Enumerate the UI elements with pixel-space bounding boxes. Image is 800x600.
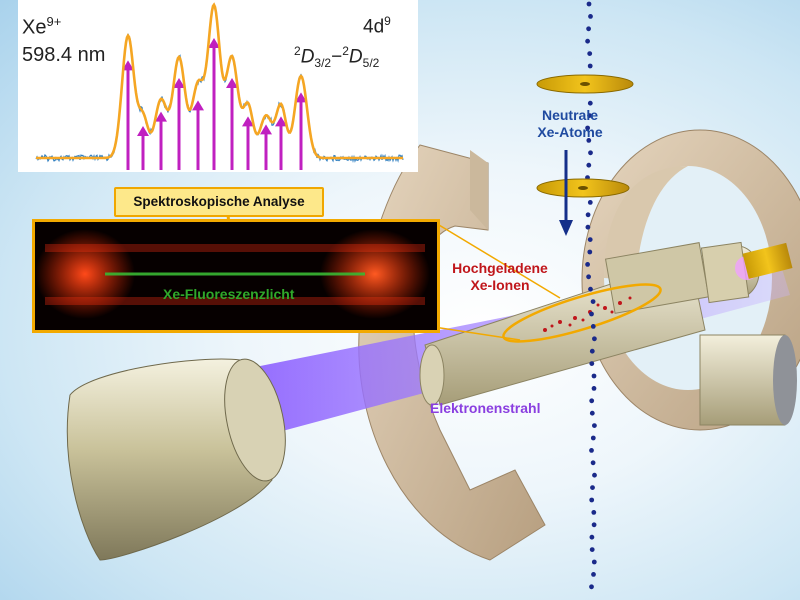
- transition-stick-arrowhead: [173, 78, 185, 88]
- atom-dot: [589, 311, 594, 317]
- atom-dot: [585, 125, 590, 131]
- neutral-atoms-arrow: [559, 150, 573, 236]
- atom-dot: [592, 423, 597, 428]
- transition-stick-arrowhead: [192, 100, 204, 111]
- spectroscopy-analysis-label: Spektroskopische Analyse: [114, 187, 324, 217]
- atom-dot: [587, 100, 593, 106]
- configuration-base: 4d: [363, 16, 385, 38]
- atom-dot: [589, 348, 595, 354]
- configuration-exponent: 9: [384, 14, 391, 28]
- atom-dot: [591, 572, 596, 577]
- skimmer-disc-bottom: [536, 178, 630, 198]
- collector-rod: [742, 242, 793, 279]
- atom-dot: [585, 212, 591, 218]
- atom-dot: [587, 200, 593, 205]
- atom-dot: [589, 547, 595, 552]
- ion-symbol: Xe: [22, 16, 47, 39]
- atom-dot: [590, 460, 596, 466]
- zoom-line-bottom: [433, 326, 521, 341]
- atom-dot: [592, 472, 597, 478]
- fluorescence-photo: Xe-Fluoreszenzlicht: [32, 219, 440, 333]
- atom-dot: [589, 361, 595, 366]
- atom-dot: [590, 324, 596, 329]
- spectrum-plot: [35, 2, 404, 170]
- atom-dot: [590, 299, 596, 304]
- atom-dot: [590, 435, 596, 441]
- atom-dot: [587, 249, 593, 255]
- atom-dot: [587, 63, 593, 69]
- ion-cloud: [543, 296, 632, 332]
- atom-dot: [590, 485, 595, 490]
- atom-dot: [591, 510, 597, 515]
- transition-stick-arrowhead: [208, 38, 220, 48]
- atom-dot: [587, 113, 592, 118]
- atom-dot: [586, 26, 591, 32]
- neutral-atom-stream: [585, 1, 597, 590]
- electron-gun: [66, 358, 286, 561]
- wavelength-label: 598.4 nm: [22, 44, 106, 66]
- transition-stick-arrowhead: [295, 92, 307, 103]
- ion-label: Xe9+: [22, 14, 61, 40]
- atom-dot: [589, 534, 595, 540]
- term-lower-letter: D: [348, 46, 363, 68]
- right-cylinder: [699, 334, 797, 426]
- transition-stick-arrowhead: [155, 111, 167, 122]
- configuration-label: 4d9: [363, 14, 391, 38]
- atom-dot: [589, 448, 594, 453]
- transition-stick-arrowhead: [260, 124, 272, 135]
- atom-dot: [589, 497, 595, 503]
- atom-dot: [591, 522, 597, 528]
- skimmer-disc-top: [536, 74, 634, 94]
- measured-spectrum-trace: [35, 3, 404, 164]
- fluorescence-label: Xe-Fluoreszenzlicht: [163, 286, 295, 302]
- atom-dot: [589, 584, 594, 590]
- term-upper-j: 3/2: [314, 56, 332, 71]
- fit-curve: [36, 2, 403, 160]
- electron-beam-label: Elektronenstrahl: [430, 400, 541, 416]
- atom-dot: [587, 237, 593, 243]
- fluorescence-image: [35, 222, 437, 330]
- atom-dot: [587, 51, 593, 56]
- atom-dot: [585, 224, 591, 230]
- atom-dot: [586, 138, 592, 143]
- term-lower-j: 5/2: [362, 56, 380, 71]
- transition-stick-arrowhead: [226, 78, 238, 88]
- term-upper-multiplicity: 2: [294, 44, 301, 58]
- term-upper-letter: D: [300, 46, 315, 68]
- term-label: 2D3/2−2D5/2: [294, 44, 380, 71]
- atom-dot: [589, 410, 595, 416]
- neutral-atoms-label-line1: Neutrale: [541, 107, 599, 123]
- atom-dot: [591, 559, 597, 565]
- neutral-atoms-label-line2: Xe-Atome: [537, 124, 603, 140]
- atom-dot: [588, 286, 593, 292]
- ion-charge: 9+: [46, 14, 62, 29]
- atom-dot: [585, 262, 590, 267]
- ions-label-line1: Hochgeladene: [452, 260, 548, 276]
- transition-stick-arrowhead: [275, 116, 287, 127]
- atom-dot: [585, 38, 590, 44]
- transition-stick-arrowhead: [242, 116, 254, 127]
- atom-dot: [589, 398, 595, 404]
- transition-stick-arrowhead: [137, 126, 149, 136]
- spectrum-inset: Xe9+ 598.4 nm 4d9 2D3/2−2D5/2: [18, 0, 418, 172]
- atom-dot: [588, 150, 593, 156]
- atom-dot: [592, 336, 597, 342]
- atom-dot: [591, 386, 597, 391]
- term-lower-multiplicity: 2: [342, 44, 349, 58]
- atom-dot: [586, 274, 591, 280]
- zoom-line-top: [433, 221, 561, 299]
- atom-dot: [586, 162, 592, 168]
- atom-dot: [591, 373, 597, 379]
- atom-dot: [588, 14, 593, 19]
- atom-dot: [586, 1, 592, 7]
- transition-stick-arrowhead: [122, 60, 134, 71]
- ions-label-line2: Xe-Ionen: [470, 277, 530, 293]
